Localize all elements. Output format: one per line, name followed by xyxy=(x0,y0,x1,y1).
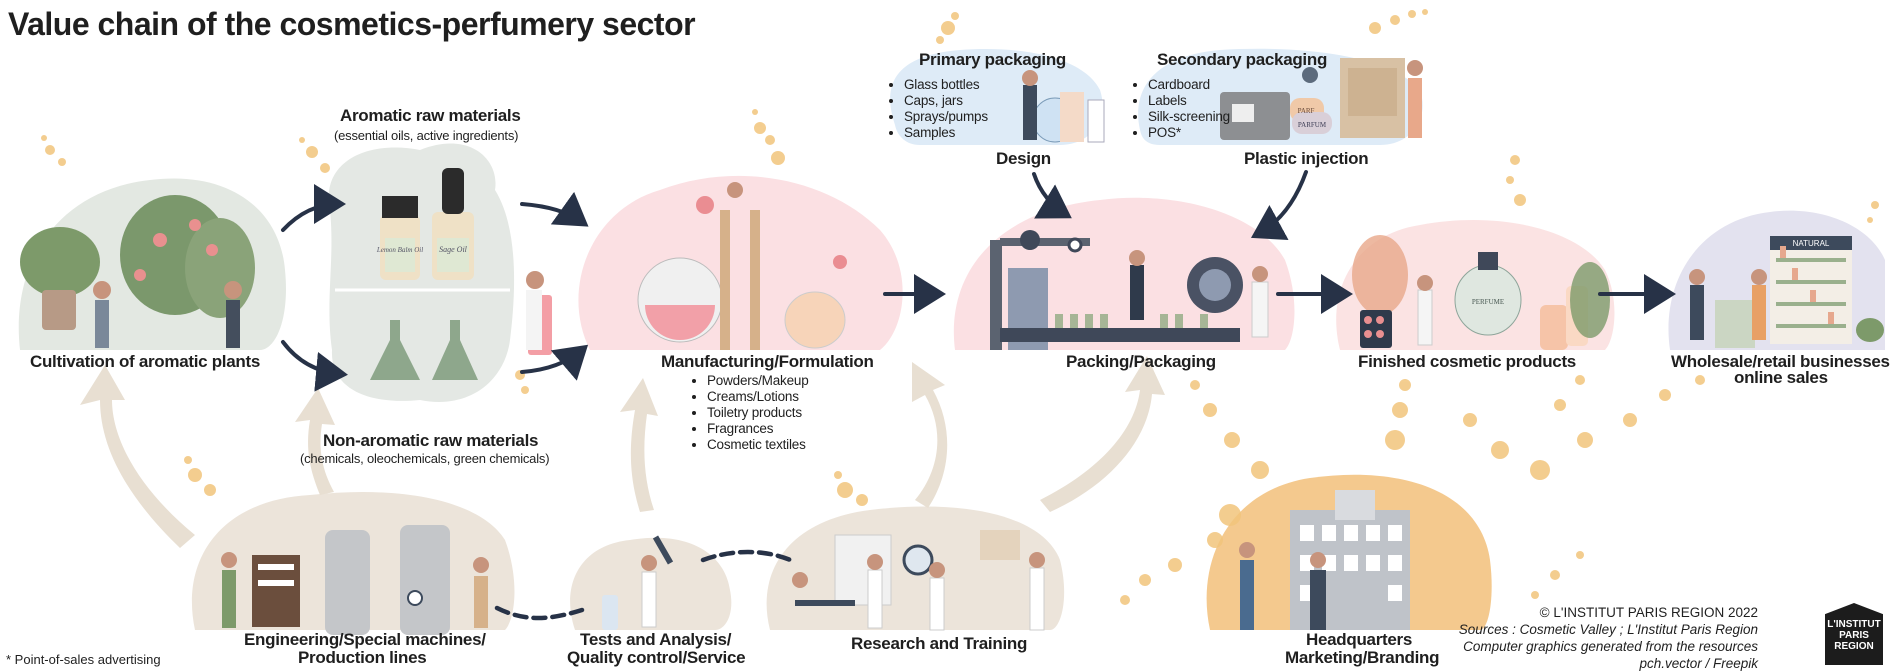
dashed-links xyxy=(494,549,798,621)
secondary-packaging-illustration xyxy=(1220,58,1423,140)
engineering-label-line2: Production lines xyxy=(298,648,427,667)
support-flows xyxy=(80,356,1165,548)
non-aromatic-sublabel: (chemicals, oleochemicals, green chemica… xyxy=(300,451,550,466)
research-label: Research and Training xyxy=(851,634,1028,653)
institut-logo: L'INSTITUT PARIS REGION xyxy=(1825,603,1883,665)
credits-block: © L'INSTITUT PARIS REGION 2022 Sources :… xyxy=(1459,604,1758,672)
manufacturing-illustration xyxy=(637,182,847,350)
manufacturing-item: Creams/Lotions xyxy=(707,389,809,405)
headquarters-label-line1: Headquarters xyxy=(1306,630,1412,649)
non-aromatic-flasks-illustration xyxy=(370,271,552,380)
sage-oil-label: Sage Oil xyxy=(439,245,468,254)
manufacturing-blob xyxy=(578,175,903,350)
manufacturing-label: Manufacturing/Formulation xyxy=(661,352,874,371)
arrow-nonaromatic-to-manufacturing xyxy=(520,344,589,381)
headquarters-label-line2: Marketing/Branding xyxy=(1285,648,1440,667)
primary-packaging-item: Caps, jars xyxy=(904,93,988,109)
secondary-packaging-item: Labels xyxy=(1148,93,1230,109)
finished-label: Finished cosmetic products xyxy=(1358,352,1576,371)
author-text: pch.vector / Freepik xyxy=(1639,656,1758,671)
tag-parfum-text: PARFUM xyxy=(1298,121,1327,129)
engineering-label-line1: Engineering/Special machines/ xyxy=(244,630,486,649)
tests-illustration xyxy=(602,535,674,630)
lemon-balm-label: Lemon Balm Oil xyxy=(376,246,423,254)
retail-store-illustration xyxy=(1689,236,1884,348)
decorative-dots xyxy=(41,9,1879,605)
perfume-bottle-label: PERFUME xyxy=(1472,298,1504,306)
packing-blob xyxy=(953,197,1295,350)
design-label: Design xyxy=(996,149,1051,168)
link-tests-research xyxy=(700,549,798,565)
footnote: * Point-of-sales advertising xyxy=(6,652,161,667)
link-engineering-tests xyxy=(494,605,585,621)
logo-line: L'INSTITUT xyxy=(1827,619,1881,630)
manufacturing-item: Cosmetic textiles xyxy=(707,437,809,453)
primary-packaging-label: Primary packaging xyxy=(919,50,1067,69)
manufacturing-item: Fragrances xyxy=(707,421,809,437)
cultivation-label: Cultivation of aromatic plants xyxy=(30,352,260,371)
headquarters-illustration xyxy=(1239,490,1410,630)
secondary-packaging-item: Cardboard xyxy=(1148,77,1230,93)
finished-products-illustration xyxy=(1352,235,1610,350)
secondary-packaging-items: Cardboard Labels Silk-screening POS* xyxy=(1134,77,1230,141)
primary-packaging-illustration xyxy=(1022,70,1105,143)
tests-label-line1: Tests and Analysis/ xyxy=(580,630,732,649)
arrow-aromatic-to-manufacturing xyxy=(520,191,589,227)
primary-packaging-item: Samples xyxy=(904,125,988,141)
aromatic-sublabel: (essential oils, active ingredients) xyxy=(334,128,519,143)
page-title: Value chain of the cosmetics-perfumery s… xyxy=(8,6,696,42)
primary-packaging-item: Glass bottles xyxy=(904,77,988,93)
manufacturing-item: Toiletry products xyxy=(707,405,809,421)
flow-arrows xyxy=(281,170,1676,392)
plastic-injection-label: Plastic injection xyxy=(1244,149,1369,168)
manufacturing-items: Powders/Makeup Creams/Lotions Toiletry p… xyxy=(693,373,809,453)
arrow-cultivation-to-aromatic xyxy=(281,184,346,232)
primary-packaging-item: Sprays/pumps xyxy=(904,109,988,125)
raw-materials-blob xyxy=(328,143,515,402)
wholesale-label-line2: online sales xyxy=(1734,368,1828,387)
secondary-packaging-item: Silk-screening xyxy=(1148,109,1230,125)
graphics-text: Computer graphics generated from the res… xyxy=(1463,639,1758,654)
cultivation-plants-illustration xyxy=(20,195,255,348)
logo-line: PARIS xyxy=(1839,630,1869,641)
non-aromatic-label: Non-aromatic raw materials xyxy=(323,431,539,450)
arrow-cultivation-to-nonaromatic xyxy=(281,340,348,392)
research-illustration xyxy=(792,530,1045,631)
aromatic-bottles-illustration xyxy=(335,168,510,292)
manufacturing-item: Powders/Makeup xyxy=(707,373,809,389)
shop-sign-text: NATURAL xyxy=(1793,239,1830,248)
tag-parf-text: PARF xyxy=(1298,107,1315,115)
tests-label-line2: Quality control/Service xyxy=(567,648,746,667)
logo-line: REGION xyxy=(1834,641,1874,652)
packing-line-illustration xyxy=(990,230,1269,350)
arrow-design-to-packing xyxy=(1032,172,1072,219)
primary-packaging-items: Glass bottles Caps, jars Sprays/pumps Sa… xyxy=(890,77,988,141)
wholesale-label-line1: Wholesale/retail businesses, xyxy=(1671,352,1890,371)
arrow-plastic-to-packing xyxy=(1250,170,1308,241)
secondary-packaging-item: POS* xyxy=(1148,125,1230,141)
secondary-packaging-label: Secondary packaging xyxy=(1157,50,1328,69)
sources-text: Sources : Cosmetic Valley ; L'Institut P… xyxy=(1458,622,1758,637)
packing-label: Packing/Packaging xyxy=(1066,352,1216,371)
engineering-illustration xyxy=(221,525,489,635)
aromatic-label: Aromatic raw materials xyxy=(340,106,521,125)
copyright-text: © L'INSTITUT PARIS REGION 2022 xyxy=(1539,605,1758,620)
